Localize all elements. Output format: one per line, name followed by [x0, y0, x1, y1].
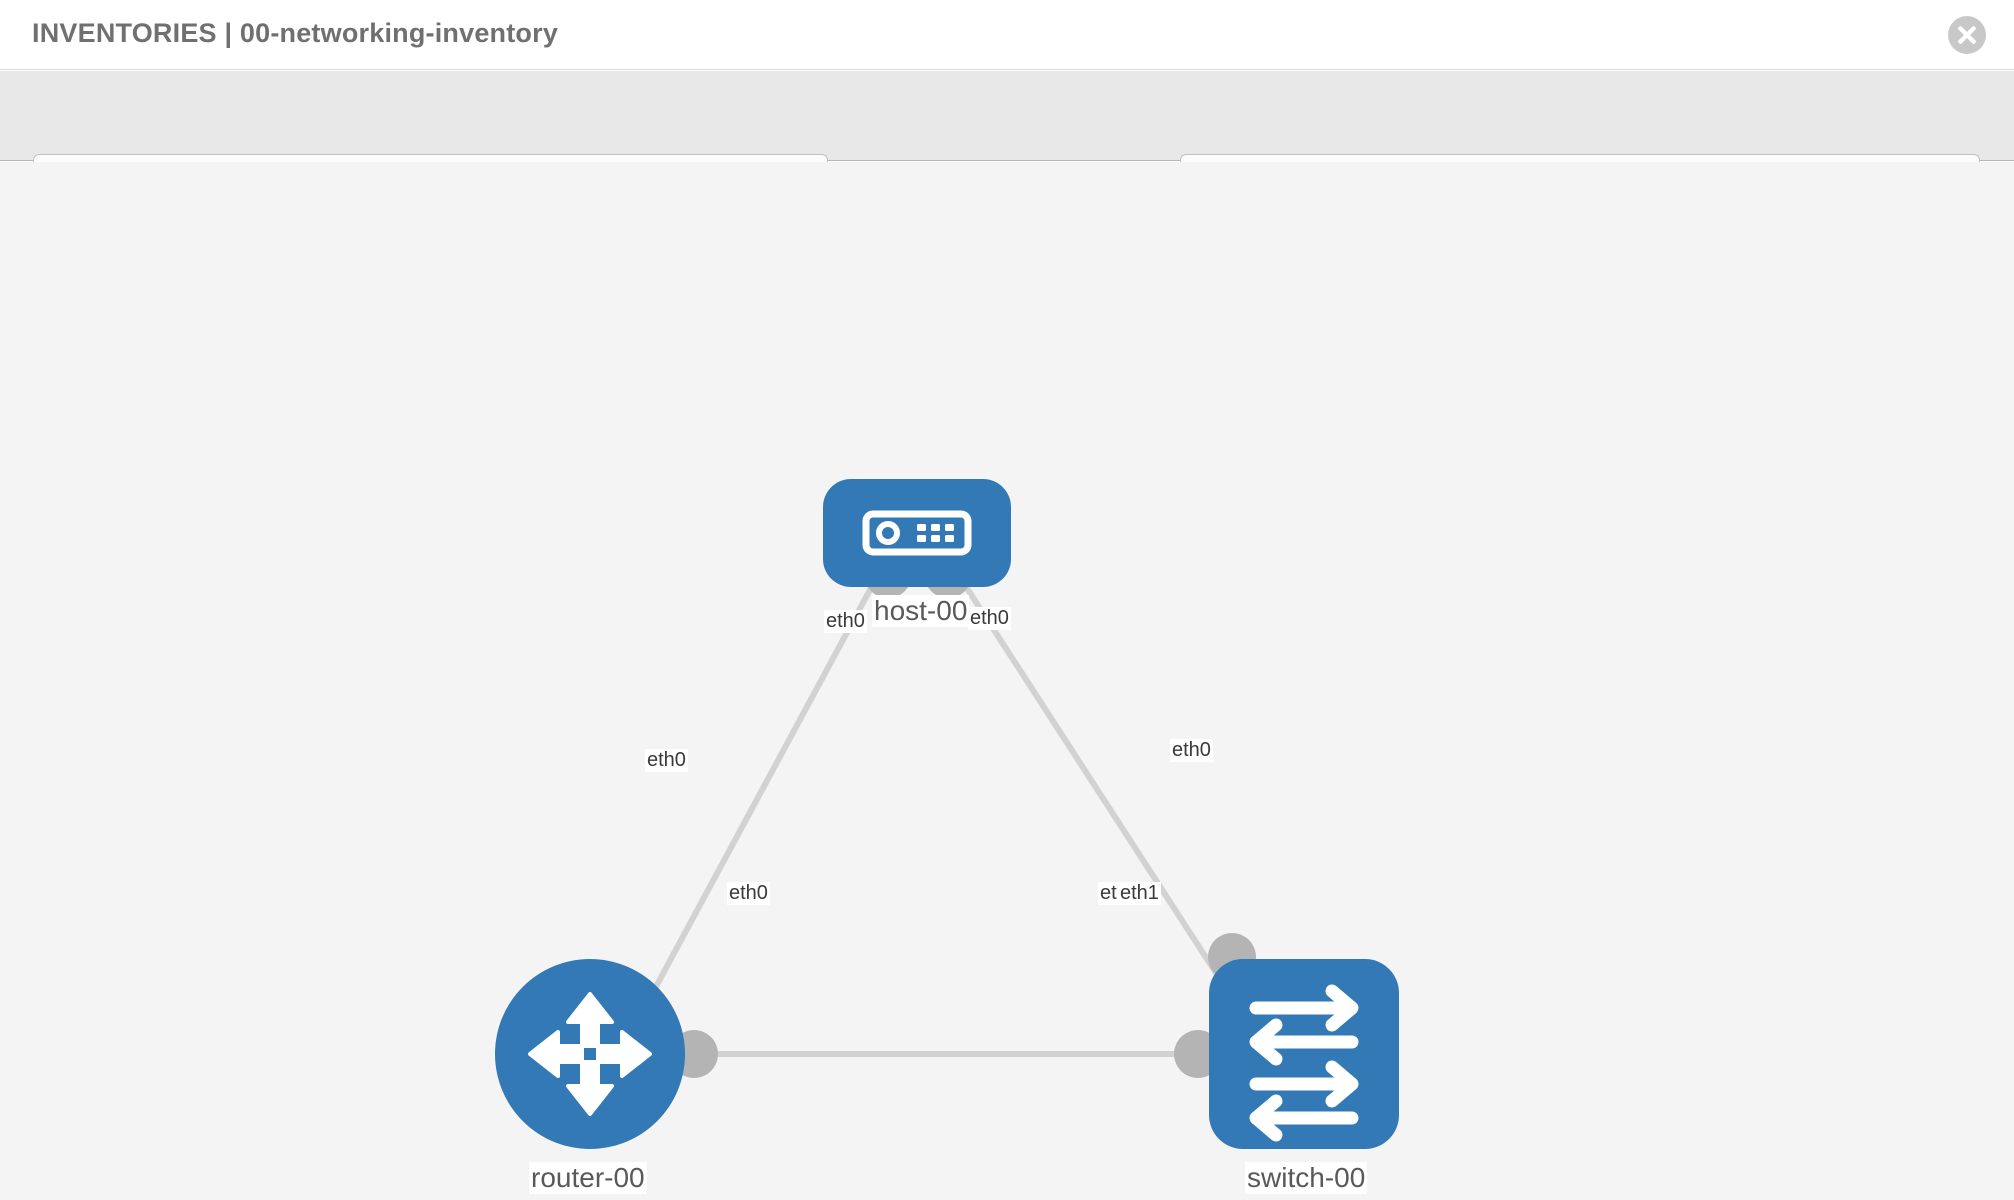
- edge-label-host-right: eth0: [968, 607, 1011, 630]
- edge-label-switch-up: eth0: [1170, 739, 1213, 762]
- node-label-router: router-00: [529, 1162, 647, 1195]
- node-switch-00[interactable]: [1209, 959, 1399, 1149]
- node-router-00[interactable]: [495, 959, 685, 1149]
- node-host-00[interactable]: [823, 479, 1011, 587]
- node-label-switch: switch-00: [1245, 1162, 1368, 1195]
- edge-host-switch: [947, 560, 1241, 1009]
- close-icon[interactable]: [1948, 16, 1986, 54]
- node-label-host: host-00: [872, 595, 970, 628]
- edge-host-router: [642, 560, 888, 1009]
- topology-canvas[interactable]: host-00 router-00 switch-00 eth0 eth0 et…: [0, 162, 2014, 1200]
- edge-label-host-left: eth0: [824, 610, 867, 633]
- edge-label-router-right: eth0: [727, 882, 770, 905]
- toolbar: ACTIONS SEARCH: [0, 71, 2014, 204]
- topology-graph: [495, 479, 1399, 1149]
- edge-label-router-up: eth0: [645, 749, 688, 772]
- page-header: INVENTORIES | 00-networking-inventory: [0, 0, 2014, 70]
- page-title: INVENTORIES | 00-networking-inventory: [32, 18, 559, 48]
- edge-label-switch-left: eth1: [1118, 882, 1161, 905]
